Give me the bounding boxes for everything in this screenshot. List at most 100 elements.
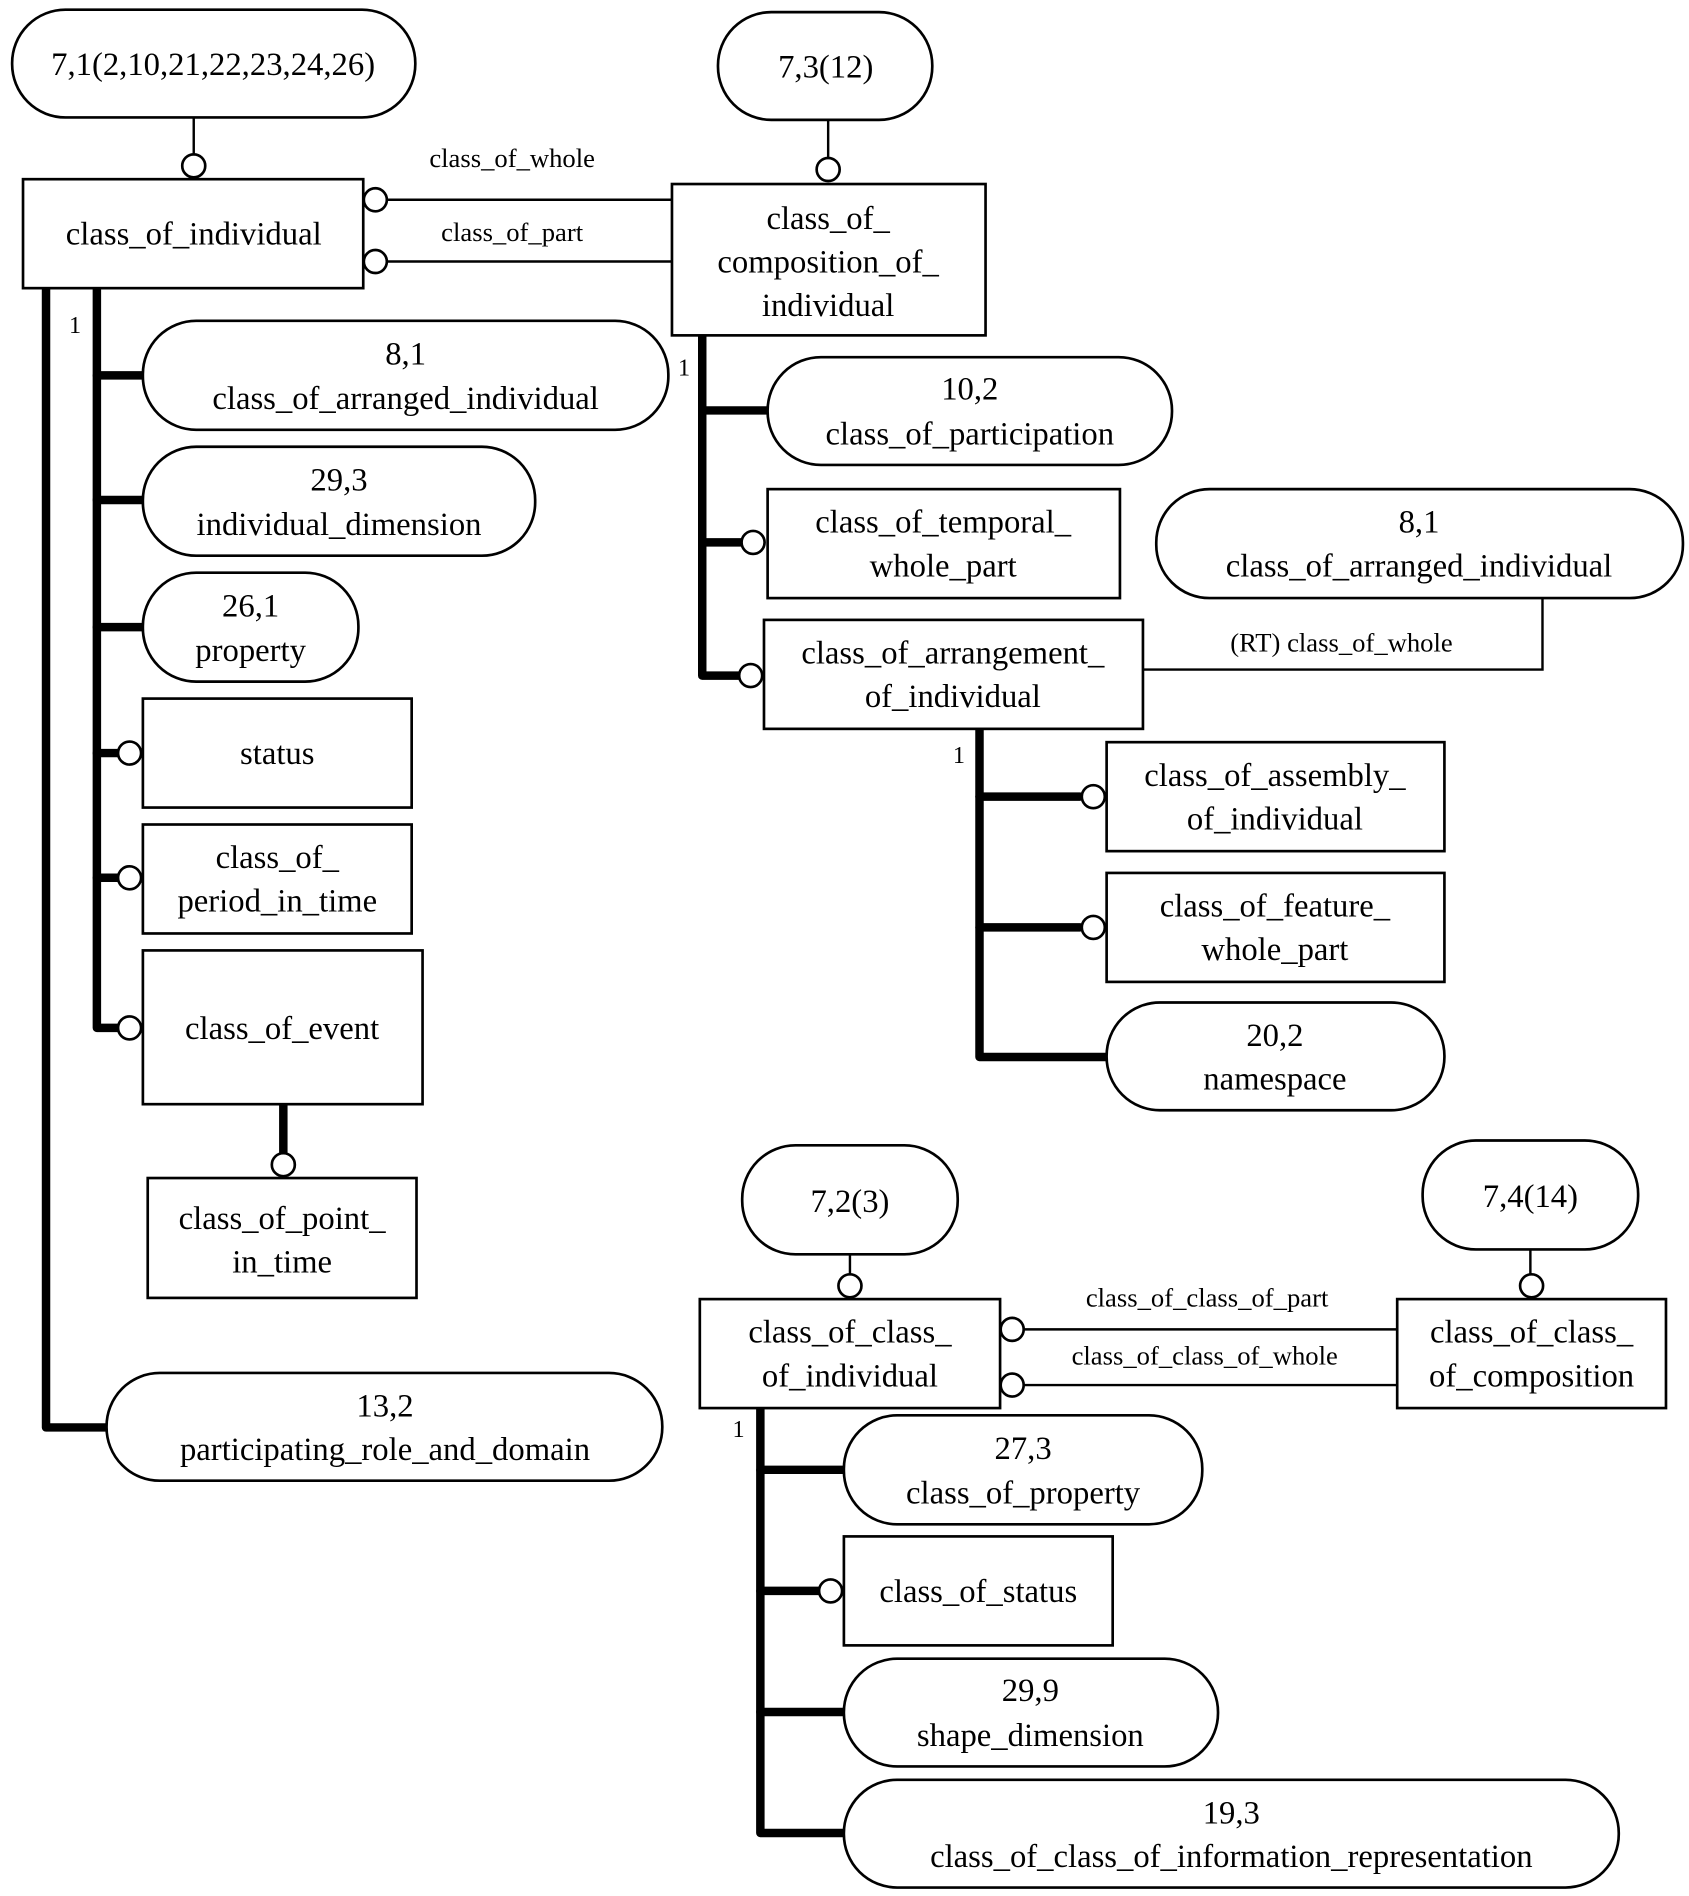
svg-text:10,2: 10,2 (941, 372, 998, 408)
subtype-line-inner (92, 283, 123, 1033)
cardinality-label: 1 (953, 742, 965, 769)
svg-text:8,1: 8,1 (385, 336, 426, 372)
svg-text:property: property (195, 633, 306, 669)
svg-text:29,3: 29,3 (310, 462, 367, 498)
svg-text:13,2: 13,2 (356, 1389, 413, 1425)
ref-7-3[interactable]: 7,3(12) (716, 10, 934, 122)
entity-class-of-point-in-time[interactable]: class_of_point_ in_time (146, 1176, 418, 1300)
open-circle-icon (362, 186, 389, 213)
svg-text:whole_part: whole_part (870, 548, 1017, 584)
svg-text:class_of_class_: class_of_class_ (1430, 1315, 1634, 1351)
offpage-13-2-participating-role-and-domain[interactable]: 13,2 participating_role_and_domain (105, 1371, 664, 1483)
offpage-8-1-class-of-arranged-individual-rt[interactable]: 8,1 class_of_arranged_individual (1154, 487, 1685, 600)
entity-class-of-assembly-of-individual[interactable]: class_of_assembly_ of_individual (1105, 740, 1446, 853)
svg-text:class_of_class_: class_of_class_ (748, 1315, 952, 1351)
entity-class-of-arrangement-of-individual[interactable]: class_of_arrangement_ of_individual (762, 618, 1145, 731)
entity-class-of-event[interactable]: class_of_event (141, 949, 424, 1106)
svg-text:individual: individual (762, 288, 895, 324)
open-circle-icon (116, 864, 143, 891)
open-circle-icon (270, 1151, 297, 1178)
offpage-26-1-property[interactable]: 26,1 property (141, 571, 360, 683)
svg-text:20,2: 20,2 (1246, 1018, 1303, 1054)
subtype-line-composition (698, 331, 743, 680)
svg-text:of_individual: of_individual (762, 1358, 938, 1394)
entity-class-of-class-of-composition[interactable]: class_of_class_ of_composition (1395, 1297, 1668, 1410)
svg-text:whole_part: whole_part (1201, 932, 1348, 968)
svg-text:class_of_individual: class_of_individual (66, 217, 322, 253)
offpage-29-9-shape-dimension[interactable]: 29,9 shape_dimension (842, 1657, 1220, 1768)
open-circle-icon (817, 1578, 844, 1604)
svg-text:participating_role_and_domain: participating_role_and_domain (180, 1432, 590, 1468)
offpage-8-1-class-of-arranged-individual[interactable]: 8,1 class_of_arranged_individual (141, 319, 670, 432)
svg-text:composition_of_: composition_of_ (717, 244, 939, 280)
svg-text:of_composition: of_composition (1429, 1358, 1634, 1394)
svg-text:class_of_status: class_of_status (879, 1574, 1077, 1610)
svg-text:class_of_: class_of_ (766, 201, 890, 237)
svg-text:class_of_arranged_individual: class_of_arranged_individual (212, 381, 599, 417)
svg-text:class_of_participation: class_of_participation (826, 416, 1115, 452)
svg-text:class_of_point_: class_of_point_ (179, 1201, 387, 1237)
subtype-line-class-of-class (756, 1403, 850, 1838)
cardinality-label: 1 (69, 312, 81, 339)
open-circle-icon (815, 156, 841, 183)
svg-text:7,4(14): 7,4(14) (1483, 1179, 1578, 1215)
relation-label-class-of-class-of-whole: class_of_class_of_whole (1072, 1340, 1338, 1370)
open-circle-icon (1080, 914, 1107, 941)
offpage-20-2-namespace[interactable]: 20,2 namespace (1105, 1001, 1446, 1112)
svg-text:7,3(12): 7,3(12) (778, 49, 873, 85)
open-circle-icon (362, 248, 389, 275)
entity-class-of-temporal-whole-part[interactable]: class_of_temporal_ whole_part (766, 487, 1122, 600)
svg-text:of_individual: of_individual (1187, 801, 1363, 837)
offpage-10-2-class-of-participation[interactable]: 10,2 class_of_participation (766, 355, 1174, 467)
open-circle-icon (1518, 1272, 1545, 1299)
entity-class-of-feature-whole-part[interactable]: class_of_feature_ whole_part (1105, 871, 1446, 984)
entity-class-of-composition-of-individual[interactable]: class_of_ composition_of_ individual (670, 182, 987, 337)
offpage-19-3-class-of-class-of-information-representation[interactable]: 19,3 class_of_class_of_information_repre… (842, 1778, 1621, 1889)
relation-label-class-of-part: class_of_part (441, 217, 584, 247)
ref-7-2[interactable]: 7,2(3) (740, 1144, 960, 1256)
relationship-end-circles (116, 153, 1545, 1604)
entity-class-of-class-of-individual[interactable]: class_of_class_ of_individual (698, 1297, 1002, 1410)
open-circle-icon (740, 529, 766, 556)
svg-text:period_in_time: period_in_time (177, 884, 377, 920)
rt-class-of-whole-line (1142, 598, 1544, 671)
svg-text:8,1: 8,1 (1399, 505, 1440, 541)
relation-label-class-of-whole: class_of_whole (429, 143, 595, 173)
entity-class-of-individual[interactable]: class_of_individual (21, 177, 365, 290)
svg-text:class_of_class_of_information_: class_of_class_of_information_representa… (930, 1839, 1532, 1875)
svg-text:of_individual: of_individual (865, 679, 1041, 715)
svg-text:shape_dimension: shape_dimension (917, 1718, 1144, 1754)
svg-text:status: status (240, 736, 314, 772)
svg-text:in_time: in_time (232, 1244, 332, 1280)
entity-class-of-status[interactable]: class_of_status (842, 1535, 1115, 1647)
ref-7-1[interactable]: 7,1(2,10,21,22,23,24,26) (10, 8, 417, 119)
open-circle-icon (180, 153, 207, 179)
svg-text:individual_dimension: individual_dimension (197, 507, 482, 543)
svg-text:class_of_assembly_: class_of_assembly_ (1144, 758, 1406, 794)
cardinality-label: 1 (678, 354, 690, 381)
svg-text:namespace: namespace (1203, 1062, 1346, 1098)
open-circle-icon (737, 662, 764, 689)
subtype-line-outer (41, 283, 111, 1432)
svg-text:class_of_property: class_of_property (906, 1476, 1141, 1512)
open-circle-icon (999, 1372, 1026, 1398)
offpage-27-3-class-of-property[interactable]: 27,3 class_of_property (842, 1414, 1204, 1526)
svg-text:class_of_event: class_of_event (185, 1011, 379, 1047)
svg-text:class_of_arrangement_: class_of_arrangement_ (801, 635, 1105, 671)
open-circle-icon (1080, 783, 1107, 810)
connectors (41, 117, 1544, 1838)
offpage-29-3-individual-dimension[interactable]: 29,3 individual_dimension (141, 445, 537, 558)
svg-text:class_of_feature_: class_of_feature_ (1160, 889, 1391, 925)
ref-7-4[interactable]: 7,4(14) (1421, 1139, 1640, 1251)
cardinality-label: 1 (733, 1416, 745, 1443)
entity-status[interactable]: status (141, 697, 413, 809)
svg-text:class_of_temporal_: class_of_temporal_ (815, 505, 1072, 541)
subtype-line-arrangement (975, 724, 1111, 1062)
svg-text:26,1: 26,1 (222, 588, 279, 624)
svg-text:19,3: 19,3 (1203, 1795, 1260, 1831)
relation-label-rt-class-of-whole: (RT) class_of_whole (1230, 627, 1452, 657)
svg-text:7,2(3): 7,2(3) (810, 1184, 889, 1220)
svg-text:7,1(2,10,21,22,23,24,26): 7,1(2,10,21,22,23,24,26) (51, 47, 375, 83)
entity-class-of-period-in-time[interactable]: class_of_ period_in_time (141, 823, 413, 935)
